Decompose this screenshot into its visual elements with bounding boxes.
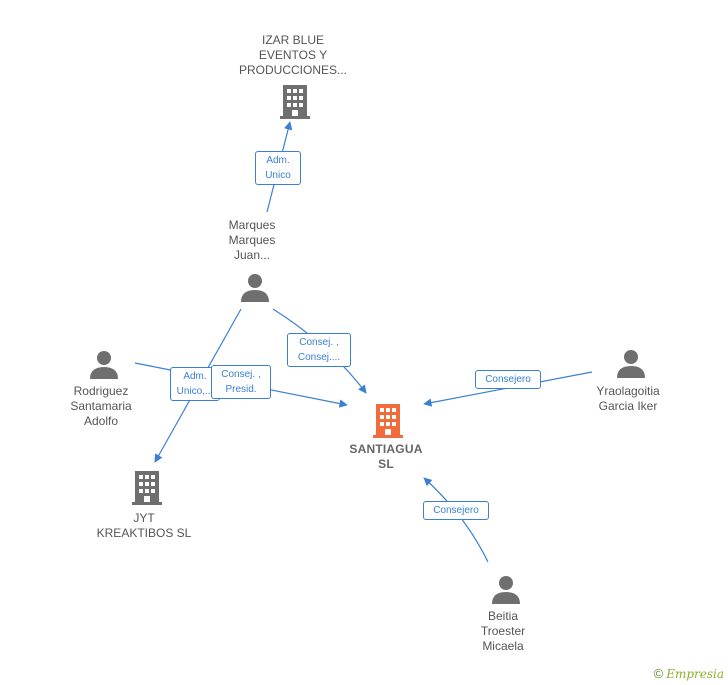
node-label-line: Garcia Iker xyxy=(598,399,658,413)
node-label-line: Santamaria xyxy=(70,399,132,413)
building-icon[interactable] xyxy=(279,84,311,119)
person-icon[interactable] xyxy=(491,574,521,604)
node-label-line: Marques xyxy=(228,218,276,232)
building-icon-highlighted[interactable] xyxy=(372,403,404,438)
node-santiagua-sl[interactable]: SANTIAGUA SL xyxy=(336,442,436,472)
node-label-line: PRODUCCIONES... xyxy=(238,63,347,77)
edge-label-line: Consej.... xyxy=(297,352,341,363)
edge-label-line: Unico xyxy=(265,170,291,181)
building-icon[interactable] xyxy=(131,470,163,505)
edge-label-line: Presid. xyxy=(225,384,257,395)
node-label-line: SL xyxy=(378,457,394,471)
node-izar-blue[interactable]: IZAR BLUE EVENTOS Y PRODUCCIONES... xyxy=(232,33,354,78)
edge-beitia-santiagua xyxy=(423,477,489,563)
node-label-line: IZAR BLUE xyxy=(261,33,324,47)
edge-label-line: Consejero xyxy=(485,374,531,385)
node-rodriguez-santamaria-adolfo[interactable]: Rodriguez Santamaria Adolfo xyxy=(54,384,148,429)
edge-label-line: Adm. xyxy=(183,371,207,382)
edge-label-line: Adm. xyxy=(266,155,290,166)
edge-label-line: Consejero xyxy=(433,505,479,516)
person-icon[interactable] xyxy=(616,348,646,378)
brand-logo: Empresia xyxy=(666,667,724,681)
node-marques-marques-juan[interactable]: Marques Marques Juan... xyxy=(212,218,292,263)
node-label-line: JYT xyxy=(133,511,155,525)
node-label-line: Adolfo xyxy=(83,414,119,428)
edge-label-line: Consej. , xyxy=(299,337,339,348)
edge-label-consejero-bottom[interactable]: Consejero xyxy=(423,501,489,520)
person-icon[interactable] xyxy=(240,272,270,302)
edge-label-consejero-right[interactable]: Consejero xyxy=(475,370,541,389)
person-icon[interactable] xyxy=(89,349,119,379)
node-jyt-kreaktibos[interactable]: JYT KREAKTIBOS SL xyxy=(89,511,199,541)
edge-label-consej-presid[interactable]: Consej. , Presid. xyxy=(211,365,271,399)
node-yraolagoitia-garcia-iker[interactable]: Yraolagoitia Garcia Iker xyxy=(580,384,676,414)
node-label-line: Micaela xyxy=(482,639,524,653)
footer-watermark: ©Empresia xyxy=(654,666,724,681)
node-label-line: Beitia xyxy=(487,609,519,623)
node-beitia-troester-micaela[interactable]: Beitia Troester Micaela xyxy=(463,609,543,654)
node-label-line: Rodriguez xyxy=(73,384,129,398)
node-label-line: Juan... xyxy=(233,248,271,262)
edge-label-line: Consej. , xyxy=(221,369,261,380)
node-label-line: Marques xyxy=(228,233,276,247)
node-label-line: Yraolagoitia xyxy=(596,384,660,398)
node-label-line: SANTIAGUA xyxy=(349,442,423,456)
edge-label-adm-unico[interactable]: Adm. Unico xyxy=(255,151,301,185)
edge-label-consej-consej[interactable]: Consej. , Consej.... xyxy=(287,333,351,367)
node-label-line: Troester xyxy=(480,624,526,638)
copyright-icon: © xyxy=(653,666,664,681)
node-label-line: KREAKTIBOS SL xyxy=(96,526,192,540)
node-label-line: EVENTOS Y xyxy=(258,48,328,62)
edge-label-line: Unico,... xyxy=(176,386,214,397)
